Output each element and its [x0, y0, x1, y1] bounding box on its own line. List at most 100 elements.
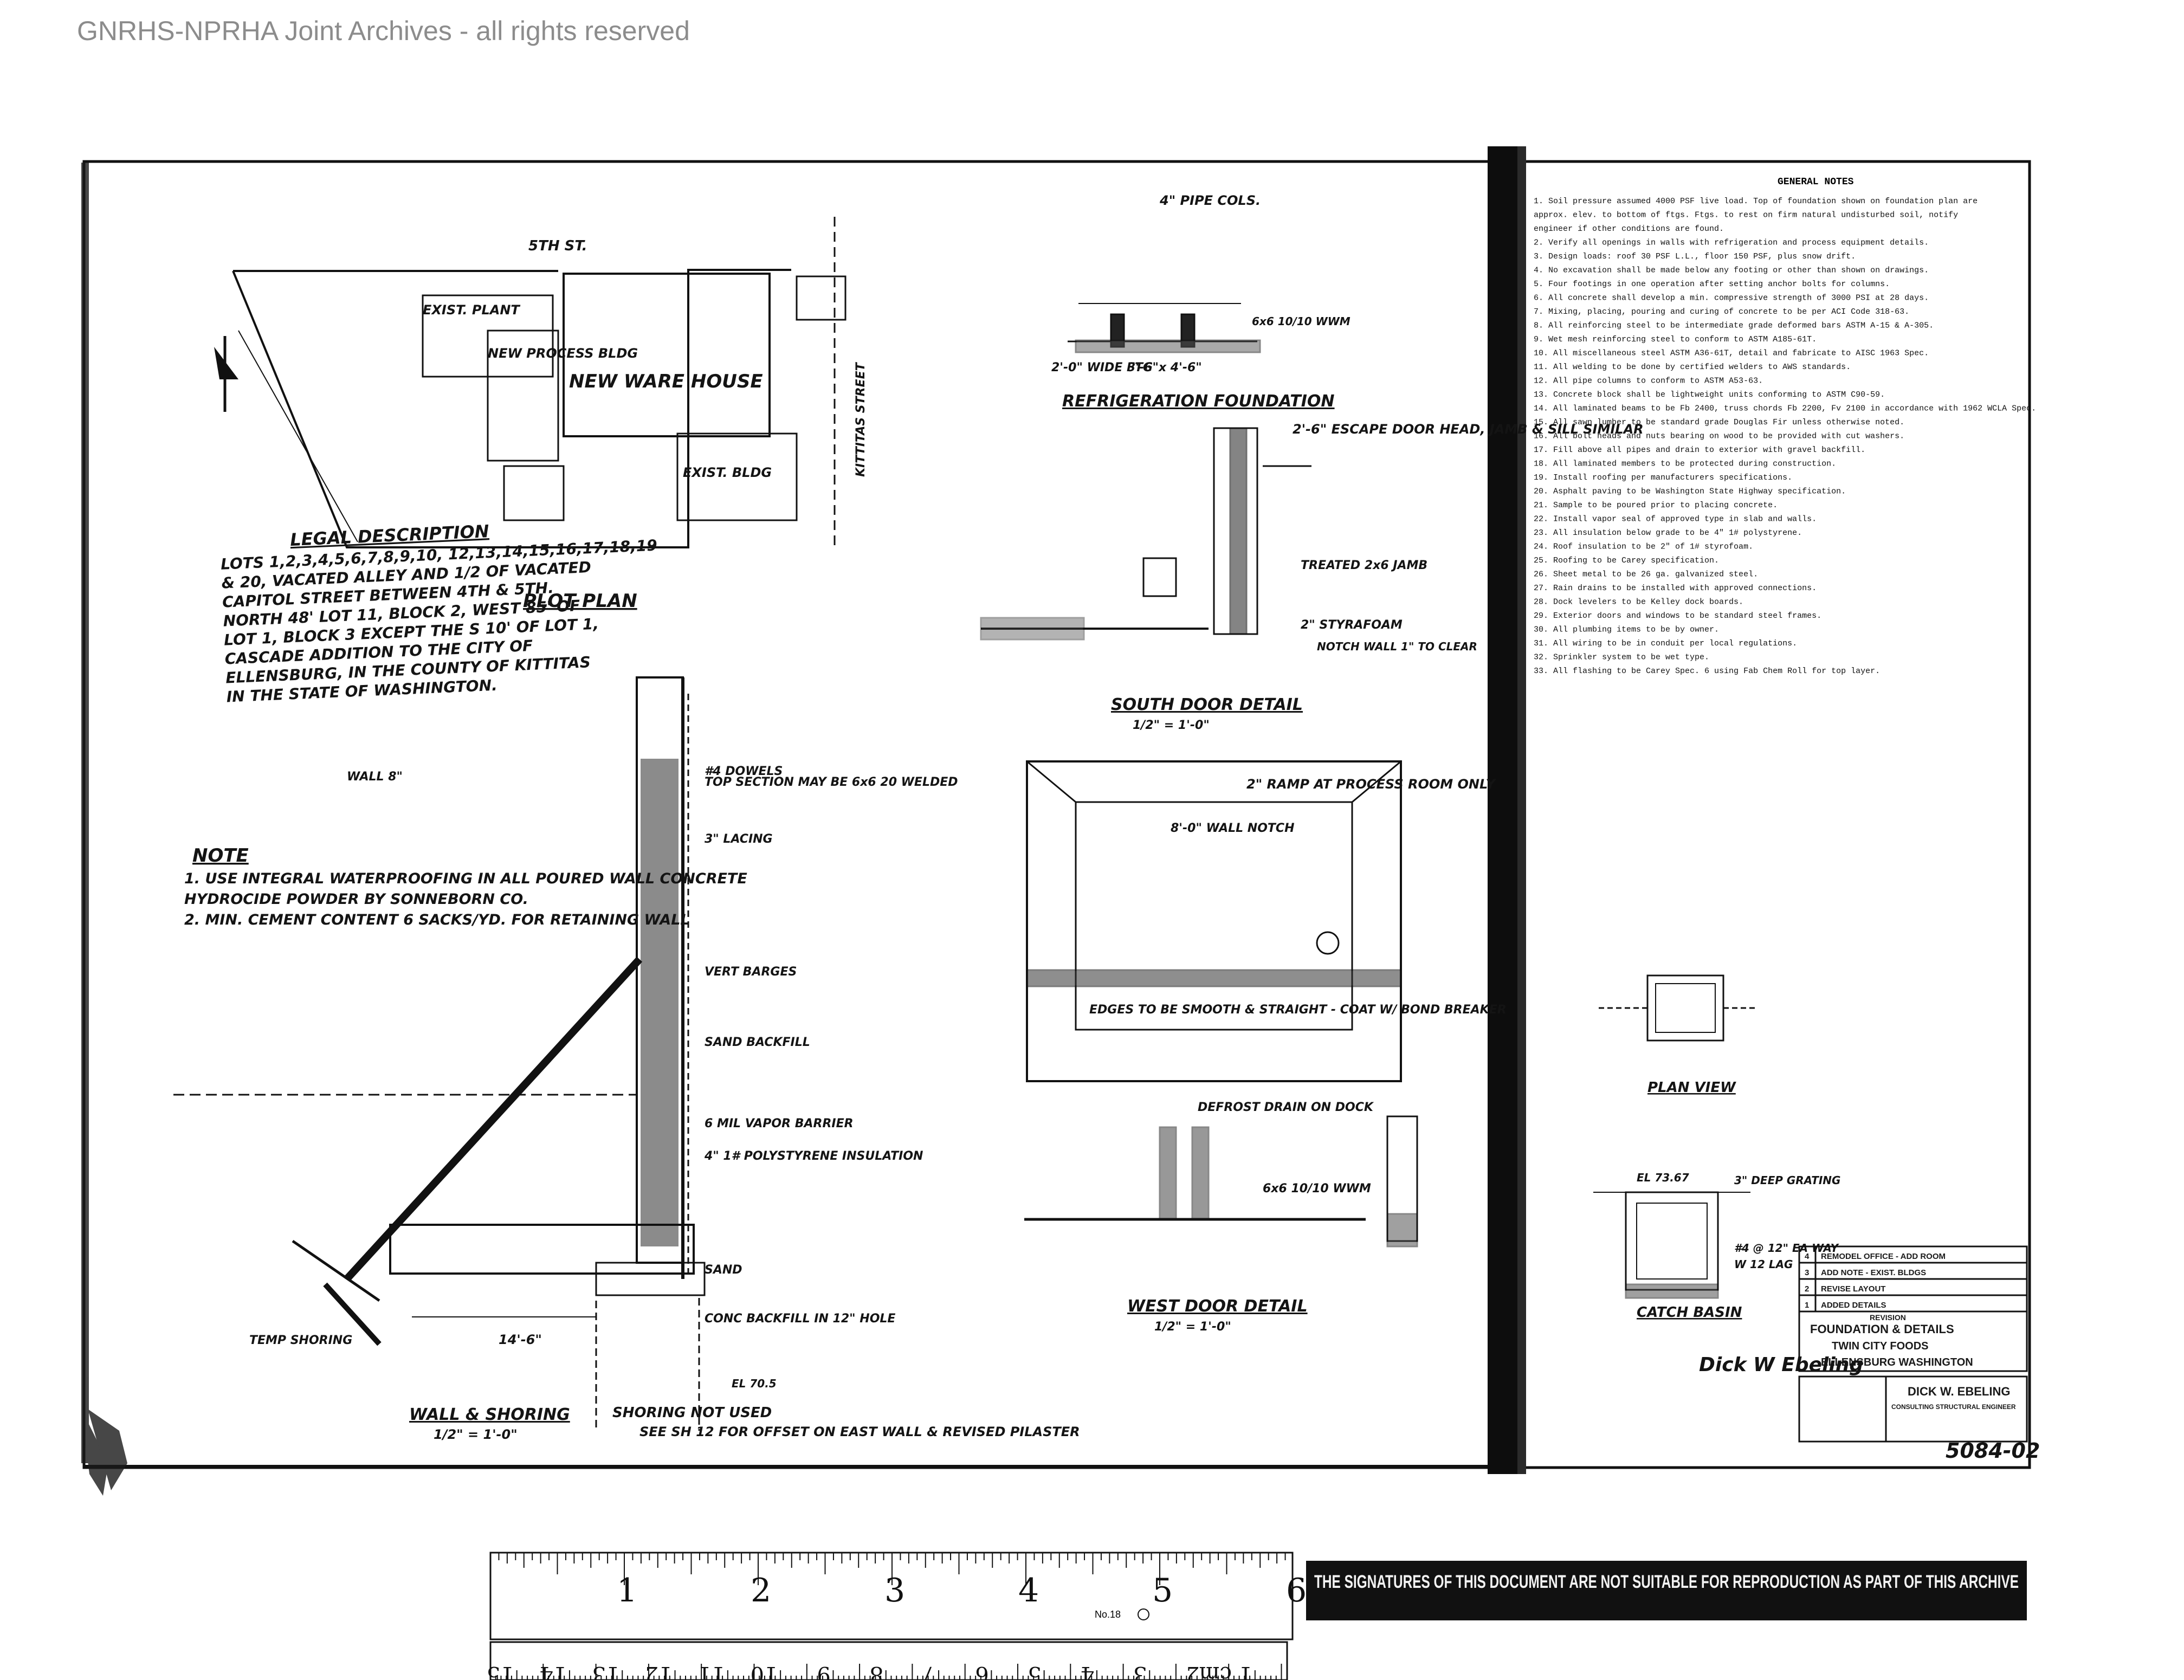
general-note-line: 13. Concrete block shall be lightweight …	[1534, 390, 1885, 399]
ruler-cm-label: 5	[1028, 1662, 1042, 1680]
general-note-line: approx. elev. to bottom of ftgs. Ftgs. t…	[1534, 211, 1958, 220]
ruler-inch-label: 2	[751, 1572, 771, 1610]
general-note-line: 10. All miscellaneous steel ASTM A36-61T…	[1534, 349, 1929, 358]
south-door-scale: 1/2" = 1'-0"	[1133, 719, 1210, 732]
general-note-line: 30. All plumbing items to be by owner.	[1534, 625, 1719, 635]
general-note-line: 27. Rain drains to be installed with app…	[1534, 584, 1817, 593]
south-door-label: TREATED 2x6 JAMB	[1301, 559, 1427, 572]
general-note-line: 9. Wet mesh reinforcing steel to conform…	[1534, 335, 1817, 344]
revision-no: 4	[1805, 1252, 1810, 1261]
west-door-title: WEST DOOR DETAIL	[1127, 1297, 1308, 1316]
general-note-line: 23. All insulation below grade to be 4" …	[1534, 528, 1802, 538]
ruler-cm-label: 10	[751, 1662, 778, 1680]
catch-basin-title: CATCH BASIN	[1637, 1304, 1742, 1321]
general-note-line: 12. All pipe columns to conform to ASTM …	[1534, 377, 1763, 386]
west-door-label: 6x6 10/10 WWM	[1263, 1182, 1371, 1196]
plan-view	[1599, 974, 1756, 1042]
refrigeration-title: REFRIGERATION FOUNDATION	[1062, 392, 1335, 411]
archive-watermark: GNRHS-NPRHA Joint Archives - all rights …	[77, 16, 690, 46]
general-notes-title: GENERAL NOTES	[1778, 177, 1854, 188]
wall-section	[173, 676, 706, 1431]
ruler-cm-label: 12	[645, 1662, 673, 1680]
ruler-inch-label: 1	[617, 1572, 637, 1610]
scan-binding-strip	[1488, 146, 1526, 1474]
engineer-signature: Dick W Ebeling	[1699, 1354, 1863, 1376]
general-note-line: 32. Sprinkler system to be wet type.	[1534, 653, 1709, 662]
revision-desc: ADDED DETAILS	[1821, 1301, 1886, 1310]
ruler-cm-label: 7	[922, 1662, 936, 1680]
west-door-scale: 1/2" = 1'-0"	[1154, 1320, 1231, 1334]
wall-note: 2. MIN. CEMENT CONTENT 6 SACKS/YD. FOR R…	[184, 912, 690, 928]
label-new-warehouse: NEW WARE HOUSE	[569, 371, 763, 392]
wall-label: #4 DOWELS	[705, 765, 783, 778]
revision-no: 2	[1805, 1284, 1809, 1294]
ruler-cm-label: 11	[697, 1662, 725, 1680]
west-door-detail	[1024, 760, 1418, 1248]
west-door-label: EDGES TO BE SMOOTH & STRAIGHT - COAT W/ …	[1089, 1003, 1507, 1017]
general-note-line: 33. All flashing to be Carey Spec. 6 usi…	[1534, 667, 1880, 676]
south-door-label: NOTCH WALL 1" TO CLEAR	[1317, 640, 1477, 653]
label-exist-bldg: EXIST. BLDG	[683, 465, 772, 480]
engineer-name: DICK W. EBELING	[1908, 1385, 2010, 1398]
project-location: ELLENSBURG WASHINGTON	[1821, 1356, 1973, 1368]
ruler-maker: No.18	[1095, 1609, 1121, 1620]
refrig-label: 3'-6"x 4'-6"	[1127, 361, 1202, 374]
wall-note: HYDROCIDE POWDER BY SONNEBORN CO.	[184, 891, 528, 908]
wall-label: TEMP SHORING	[249, 1334, 352, 1347]
scan-noise-left	[81, 163, 127, 1496]
ruler-cm-label: 4	[1081, 1662, 1094, 1680]
wall-label: VERT BARGES	[705, 965, 797, 979]
ruler-cm-label: 6	[975, 1662, 988, 1680]
reproduction-notice: THE SIGNATURES OF THIS DOCUMENT ARE NOT …	[1314, 1572, 2019, 1592]
ruler-cm-label: 9	[817, 1662, 830, 1680]
general-note-line: 2. Verify all openings in walls with ref…	[1534, 238, 1929, 248]
west-door-label: DEFROST DRAIN ON DOCK	[1198, 1101, 1374, 1114]
wall-note-title: NOTE	[192, 845, 249, 867]
wall-label: WALL 8"	[347, 770, 403, 784]
general-note-line: 31. All wiring to be in conduit per loca…	[1534, 639, 1797, 648]
south-door-title: SOUTH DOOR DETAIL	[1111, 695, 1303, 714]
catch-basin-label: #4 @ 12" EA WAY	[1734, 1242, 1840, 1255]
general-note-line: 24. Roof insulation to be 2" of 1# styro…	[1534, 542, 1753, 552]
ruler-cm-label: 3	[1133, 1662, 1147, 1680]
revision-no: 3	[1805, 1268, 1809, 1277]
south-door-label: 2" STYRAFOAM	[1301, 618, 1403, 632]
wall-label: SAND BACKFILL	[705, 1036, 810, 1049]
revision-header: REVISION	[1870, 1313, 1906, 1322]
west-door-label: 8'-0" WALL NOTCH	[1171, 822, 1295, 835]
catch-basin-label: EL 73.67	[1637, 1171, 1689, 1184]
legal-description: LEGAL DESCRIPTION LOTS 1,2,3,4,5,6,7,8,9…	[220, 521, 657, 706]
ruler-inch-label: 5	[1152, 1572, 1173, 1610]
south-door-detail	[980, 427, 1311, 641]
general-notes: 1. Soil pressure assumed 4000 PSF live l…	[1534, 197, 2036, 676]
refrig-label: 4" PIPE COLS.	[1159, 193, 1261, 208]
general-note-line: 14. All laminated beams to be Fb 2400, t…	[1534, 404, 2036, 413]
ruler-cm-label: 14	[539, 1662, 567, 1680]
ruler-inch-label: 3	[884, 1572, 905, 1610]
general-note-line: 4. No excavation shall be made below any…	[1534, 266, 1929, 275]
revision-no: 1	[1805, 1301, 1809, 1310]
title-block	[1798, 1245, 2028, 1443]
wall-label-see-sheet: SEE SH 12 FOR OFFSET ON EAST WALL & REVI…	[639, 1424, 1080, 1439]
wall-label: 6 MIL VAPOR BARRIER	[705, 1117, 854, 1130]
general-note-line: 17. Fill above all pipes and drain to ex…	[1534, 445, 1865, 455]
wall-label: 4" 1# POLYSTYRENE INSULATION	[704, 1149, 923, 1163]
general-note-line: 8. All reinforcing steel to be intermedi…	[1534, 321, 1934, 331]
general-note-line: 6. All concrete shall develop a min. com…	[1534, 294, 1929, 303]
wall-label: CONC BACKFILL IN 12" HOLE	[705, 1312, 895, 1326]
general-note-line: 5. Four footings in one operation after …	[1534, 280, 1890, 289]
general-note-line: 11. All welding to be done by certified …	[1534, 363, 1851, 372]
wall-label-shoring-not-used: SHORING NOT USED	[612, 1405, 772, 1421]
wall-shoring-title: WALL & SHORING	[409, 1405, 570, 1424]
ruler-cm-label: 8	[870, 1662, 883, 1680]
south-door-label: 2'-6" ESCAPE DOOR HEAD, JAMB & SILL SIMI…	[1293, 422, 1644, 437]
client-name: TWIN CITY FOODS	[1832, 1340, 1929, 1352]
catch-basin	[1593, 1191, 1750, 1299]
north-arrow-icon	[214, 336, 238, 412]
ruler-inch-label: 6	[1286, 1572, 1307, 1610]
refrigeration-foundation	[1068, 303, 1261, 353]
ruler-cm-label: 2	[1186, 1662, 1199, 1680]
general-note-line: 22. Install vapor seal of approved type …	[1534, 515, 1817, 524]
wall-label: 3" LACING	[705, 832, 773, 846]
